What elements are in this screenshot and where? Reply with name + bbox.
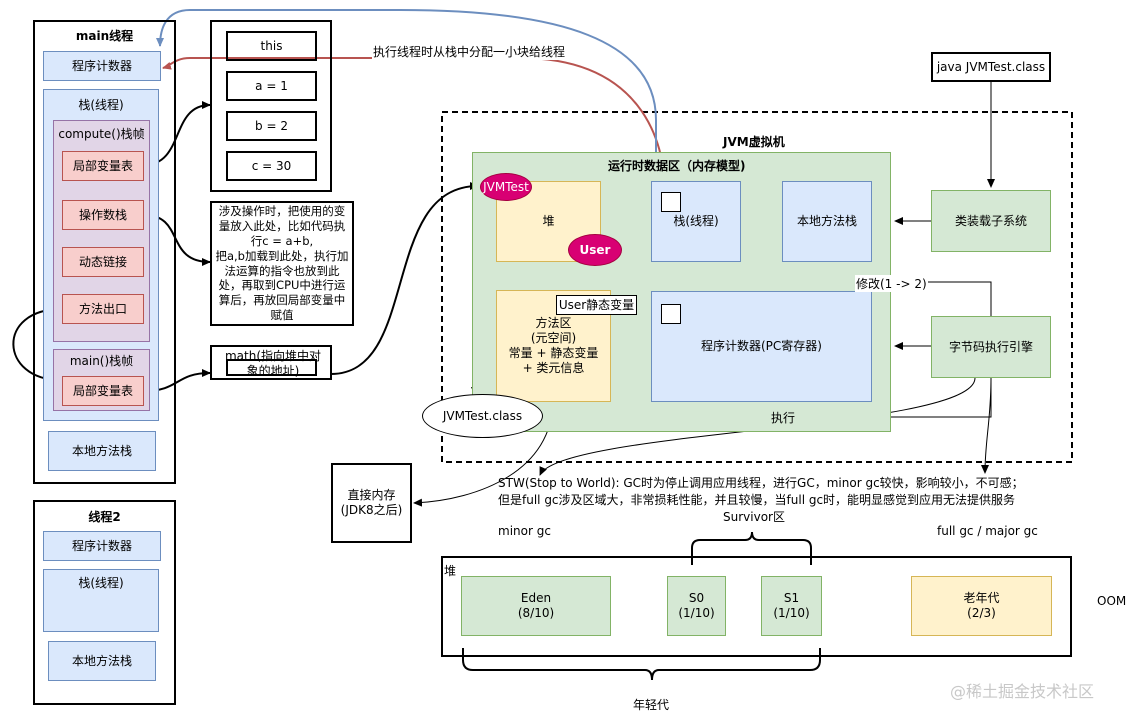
jvm-native-stack: 本地方法栈 xyxy=(782,181,872,262)
jvm-pc: 程序计数器(PC寄存器) xyxy=(651,291,872,402)
main-thread-container xyxy=(33,20,176,484)
pc-slot xyxy=(661,304,681,324)
survivor-s0: S0 (1/10) xyxy=(667,576,726,636)
survivor-label: Survivor区 xyxy=(723,510,785,524)
exec-engine: 字节码执行引擎 xyxy=(931,316,1051,378)
main-native-stack: 本地方法栈 xyxy=(48,431,156,471)
main-pc: 程序计数器 xyxy=(43,51,161,81)
main-thread-title: main线程 xyxy=(75,29,134,43)
user-object: User xyxy=(568,234,622,266)
operand-stack: 操作数栈 xyxy=(62,200,144,230)
class-loader: 类装载子系统 xyxy=(931,190,1051,252)
jvmtest-object: JVMTest xyxy=(480,173,532,201)
direct-memory: 直接内存 (JDK8之后) xyxy=(331,463,412,543)
stack-slot xyxy=(661,192,681,212)
young-gen-label: 年轻代 xyxy=(633,698,670,712)
full-gc-label: full gc / major gc xyxy=(937,524,1038,538)
old-generation: 老年代 (2/3) xyxy=(911,576,1052,636)
local-vars-table xyxy=(210,20,332,192)
thread2-container xyxy=(33,500,176,705)
var-c: c = 30 xyxy=(226,151,317,181)
thread2-pc: 程序计数器 xyxy=(43,531,161,561)
alloc-note: 执行线程时从栈中分配一小块给线程 xyxy=(372,43,567,60)
thread2-stack: 栈(线程) xyxy=(43,569,159,632)
oom-label: OOM xyxy=(1097,594,1127,608)
math-ref-outer xyxy=(210,345,332,380)
thread2-native-stack: 本地方法栈 xyxy=(48,641,156,681)
modify-label: 修改(1 -> 2) xyxy=(855,275,928,292)
main-local-vars: 局部变量表 xyxy=(62,376,144,406)
jvmtest-class: JVMTest.class xyxy=(422,394,543,438)
var-a: a = 1 xyxy=(226,71,317,101)
thread2-title: 线程2 xyxy=(88,510,121,524)
class-file: java JVMTest.class xyxy=(931,52,1051,82)
user-static: User静态变量 xyxy=(556,295,637,315)
local-vars: 局部变量表 xyxy=(62,151,144,181)
minor-gc-label: minor gc xyxy=(498,524,551,538)
stw-note: STW(Stop to World): GC时为停止调用应用线程，进行GC，mi… xyxy=(498,476,1024,507)
jvm-dashed-border xyxy=(441,111,1073,463)
var-this: this xyxy=(226,31,317,61)
survivor-s1: S1 (1/10) xyxy=(761,576,822,636)
operand-note: 涉及操作时，把使用的变量放入此处，比如代码执行c = a+b, 把a,b加载到此… xyxy=(210,201,354,326)
runtime-area-title: 运行时数据区（内存模型) xyxy=(608,159,746,173)
heap-gen-title: 堆 xyxy=(444,564,457,578)
math-ref-inner xyxy=(226,359,317,376)
math-ref: math(指向堆中对象的地址) xyxy=(224,349,322,378)
jvm-title: JVM虚拟机 xyxy=(723,135,785,149)
method-exit: 方法出口 xyxy=(62,294,144,324)
watermark: @稀土掘金技术社区 xyxy=(950,682,1095,701)
eden: Eden (8/10) xyxy=(461,576,611,636)
var-b: b = 2 xyxy=(226,111,317,141)
execute-label: 执行 xyxy=(770,409,797,426)
dynamic-link: 动态链接 xyxy=(62,247,144,277)
heap-generations xyxy=(441,556,1072,657)
